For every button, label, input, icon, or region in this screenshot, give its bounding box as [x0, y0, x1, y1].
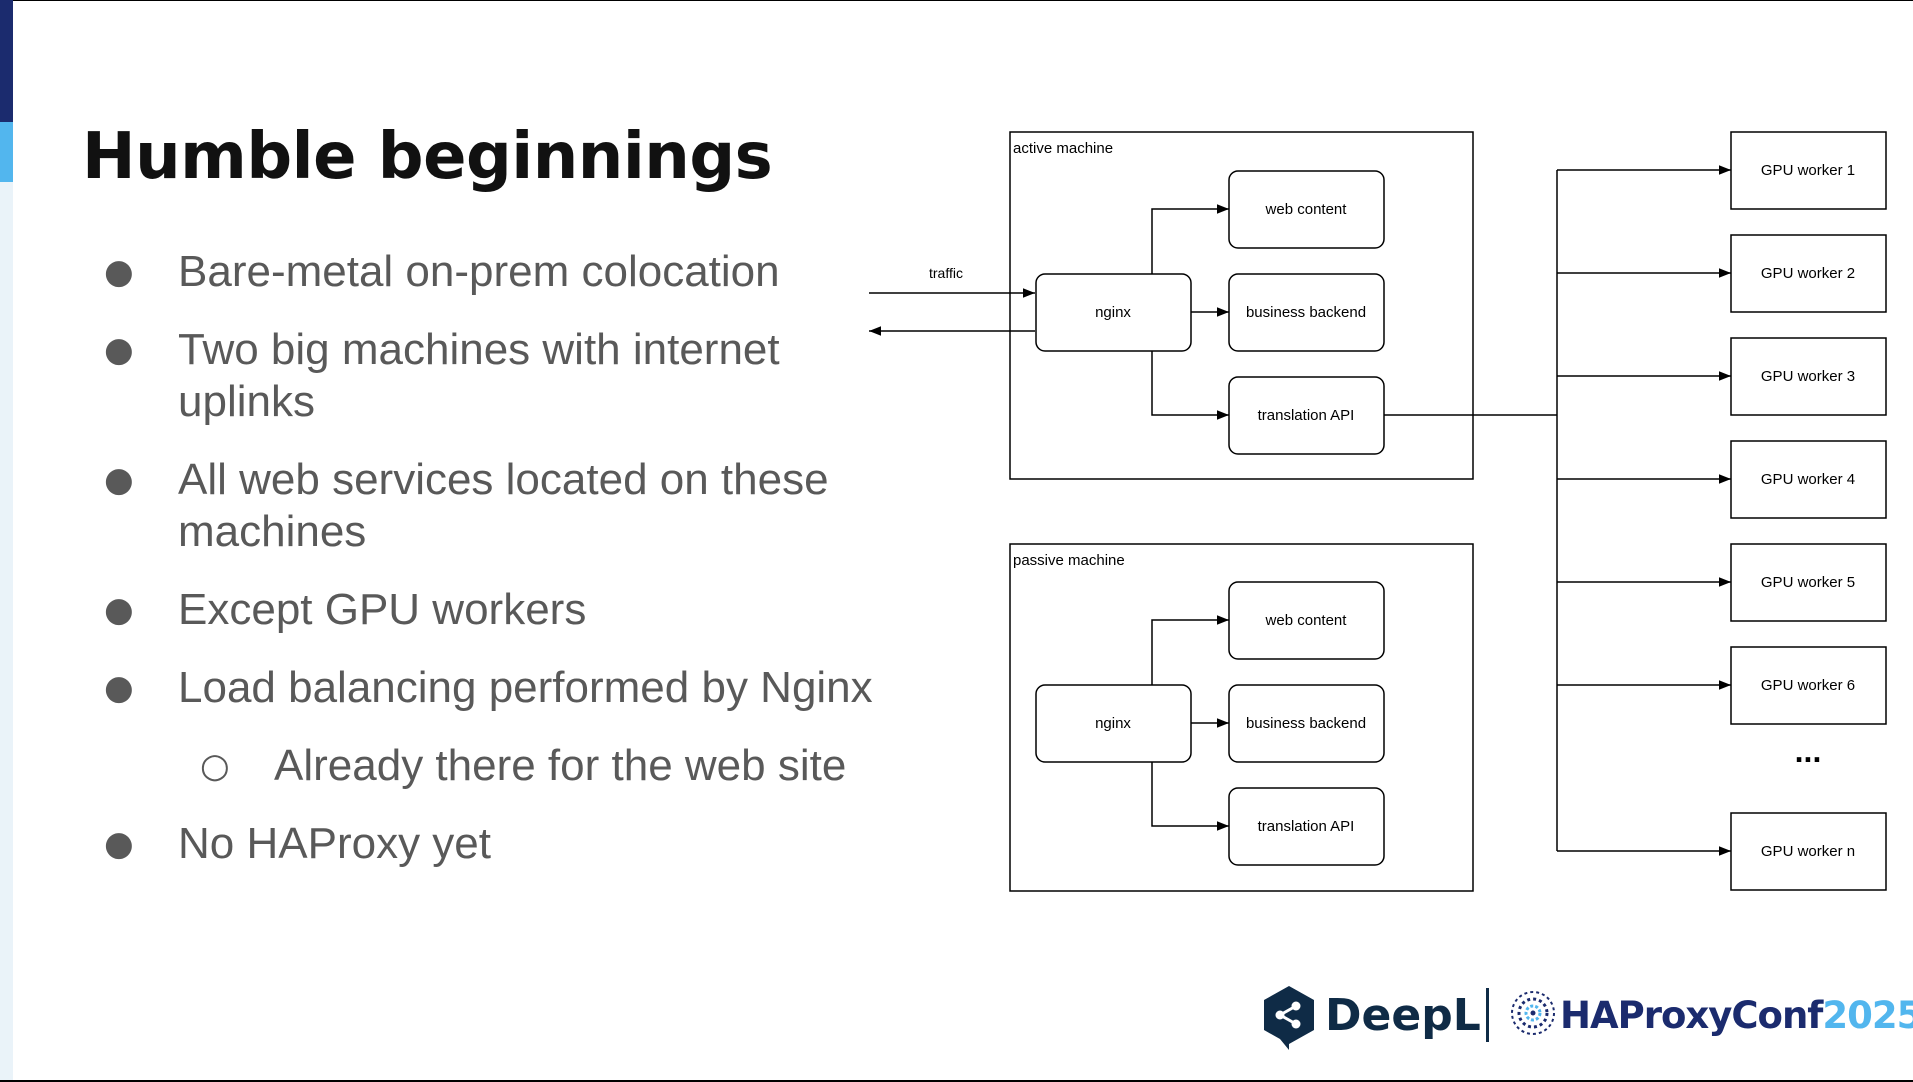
deepl-logo-icon — [1264, 986, 1314, 1050]
bullet-dot: ● — [104, 330, 134, 370]
bottom-border — [0, 1080, 1913, 1082]
bullet-dot: ● — [104, 668, 134, 708]
bullet-2-line1: Two big machines with internet — [178, 325, 780, 374]
active-web-content-label: web content — [1265, 201, 1348, 218]
active-machine-label: active machine — [1013, 140, 1113, 157]
gpu-worker-3-box — [1730, 337, 1887, 416]
gpu-worker-n: GPU worker n — [1557, 812, 1887, 891]
passive-nginx-label: nginx — [1095, 715, 1131, 732]
bullet-dot: ● — [104, 460, 134, 500]
haproxyconf-name: HAProxyConf — [1560, 994, 1823, 1037]
left-accent-dark — [0, 0, 13, 122]
traffic-label: traffic — [929, 265, 963, 281]
sub-bullet: Already there for the web site — [274, 741, 847, 790]
bullet-6: No HAProxy yet — [178, 819, 491, 868]
bullet-dot: ● — [104, 824, 134, 864]
gpu-worker-5-box — [1730, 543, 1887, 622]
bullet-dot: ● — [104, 590, 134, 630]
gpu-worker-1-label: GPU worker 1 — [1761, 162, 1855, 179]
left-accent-light — [0, 122, 13, 182]
slide-title: Humble beginnings — [82, 120, 773, 194]
gpu-worker-5: GPU worker 5 — [1557, 543, 1887, 622]
bullet-dot: ● — [104, 252, 134, 292]
left-accent-strip — [0, 0, 13, 1082]
bullet-2-line2: uplinks — [178, 377, 315, 426]
passive-nginx-to-translation-api — [1151, 762, 1229, 831]
gpu-worker-1-box — [1730, 131, 1887, 210]
bullet-1: Bare-metal on-prem colocation — [178, 247, 780, 296]
haproxyconf-wordmark: HAProxyConf2025 — [1560, 994, 1913, 1037]
gpu-worker-2-label: GPU worker 2 — [1761, 265, 1855, 282]
passive-nginx-to-web-content — [1151, 615, 1229, 685]
gpu-worker-3-label: GPU worker 3 — [1761, 368, 1855, 385]
gpu-worker-2-box — [1730, 234, 1887, 313]
gpu-worker-3: GPU worker 3 — [1557, 337, 1887, 416]
passive-web-content-label: web content — [1265, 612, 1348, 629]
active-machine-box — [1009, 131, 1474, 480]
deepl-wordmark: DeepL — [1325, 990, 1481, 1041]
gpu-worker-4: GPU worker 4 — [1557, 440, 1887, 519]
gpu-worker-ellipsis: ... — [1795, 733, 1822, 769]
bullet-3-line1: All web services located on these — [178, 455, 829, 504]
passive-machine-label: passive machine — [1013, 552, 1125, 569]
active-translation-api-label: translation API — [1258, 407, 1355, 424]
gpu-worker-n-box — [1730, 812, 1887, 891]
active-nginx-label: nginx — [1095, 304, 1131, 321]
passive-machine-box — [1009, 543, 1474, 892]
gpu-worker-5-label: GPU worker 5 — [1761, 574, 1855, 591]
passive-translation-api-label: translation API — [1258, 818, 1355, 835]
haproxyconf-year: 2025 — [1822, 994, 1913, 1037]
gpu-worker-4-label: GPU worker 4 — [1761, 471, 1855, 488]
bullet-3-line2: machines — [178, 507, 367, 556]
gpu-worker-6: GPU worker 6 — [1557, 646, 1887, 725]
gpu-worker-6-box — [1730, 646, 1887, 725]
active-business-backend-label: business backend — [1246, 304, 1366, 321]
active-nginx-to-translation-api — [1151, 351, 1229, 420]
haproxyconf-logo-icon — [1511, 991, 1555, 1035]
active-nginx-to-web-content — [1151, 204, 1229, 274]
bullet-5: Load balancing performed by Nginx — [178, 663, 873, 712]
sub-bullet-circle: ○ — [200, 746, 230, 786]
top-border — [0, 0, 1913, 1]
gpu-worker-1: GPU worker 1 — [1557, 131, 1887, 210]
passive-business-backend-label: business backend — [1246, 715, 1366, 732]
gpu-worker-6-label: GPU worker 6 — [1761, 677, 1855, 694]
gpu-worker-4-box — [1730, 440, 1887, 519]
bullet-4: Except GPU workers — [178, 585, 587, 634]
gpu-worker-n-label: GPU worker n — [1761, 843, 1855, 860]
logo-separator — [1486, 988, 1489, 1042]
gpu-worker-2: GPU worker 2 — [1557, 234, 1887, 313]
